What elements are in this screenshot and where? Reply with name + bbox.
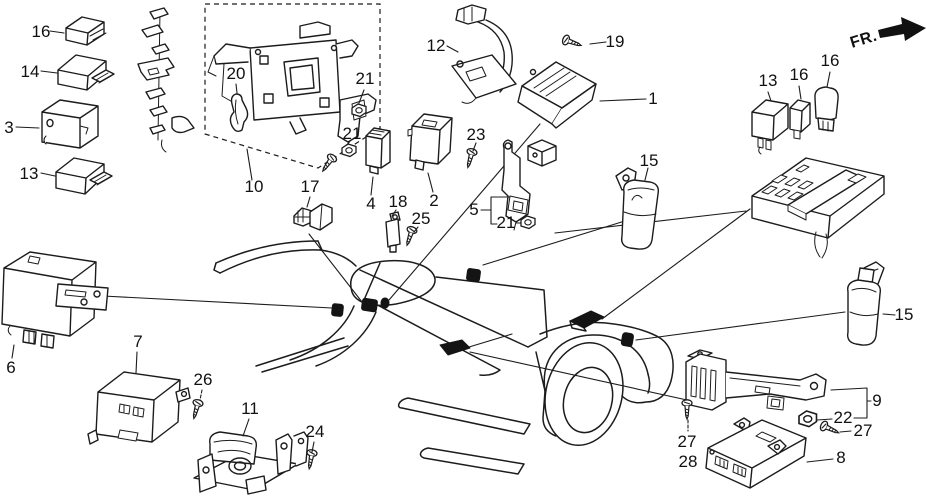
callout-9: 9 — [872, 391, 881, 410]
part-17-relay — [293, 203, 333, 231]
callout-15-a: 15 — [640, 151, 659, 170]
part-15-relay-right — [846, 261, 885, 346]
part-8-control-unit — [705, 417, 807, 489]
callout-27-b: 27 — [678, 432, 697, 451]
fr-label: FR. — [848, 28, 879, 52]
callout-numbers: 16 14 3 13 20 21 21 10 17 4 18 25 2 23 1… — [4, 22, 913, 471]
leader-lines — [102, 123, 846, 403]
callout-17: 17 — [301, 177, 320, 196]
callout-13-a: 13 — [20, 164, 39, 183]
part-14-relay — [57, 54, 115, 91]
callout-7: 7 — [133, 332, 142, 351]
part-13-relay-b — [751, 99, 789, 155]
callout-4: 4 — [366, 194, 375, 213]
part-22-nut — [798, 410, 818, 428]
callout-13-b: 13 — [759, 71, 778, 90]
part-5-bracket — [501, 139, 557, 231]
screw-26-leader — [199, 389, 203, 401]
callout-leaders — [11, 30, 896, 463]
part-26-screw — [188, 397, 205, 421]
part-9-bracket — [685, 349, 827, 411]
car-cutaway-illustration — [213, 240, 674, 475]
callout-8: 8 — [836, 448, 845, 467]
part-11-relay-assembly — [193, 431, 309, 495]
part-23-screw — [462, 146, 479, 170]
part-12-bracket — [451, 4, 517, 104]
fr-direction-arrow: FR. — [848, 17, 926, 52]
callout-28: 28 — [679, 452, 698, 471]
part-21-nut-a — [351, 103, 367, 118]
part-16-relay-b — [789, 99, 811, 140]
callout-27-a: 27 — [854, 421, 873, 440]
callout-14: 14 — [21, 62, 40, 81]
callout-20: 20 — [227, 64, 246, 83]
callout-12: 12 — [427, 36, 446, 55]
callout-16-a: 16 — [32, 22, 51, 41]
part-6-control-unit — [1, 251, 109, 349]
part-15-relay-left — [615, 167, 660, 250]
callout-21-b: 21 — [343, 124, 362, 143]
part-16-relay-a — [65, 16, 107, 46]
callout-19: 19 — [606, 32, 625, 51]
part-3-control-unit — [41, 99, 99, 149]
part-1-control-unit — [517, 61, 597, 129]
callout-26: 26 — [194, 370, 213, 389]
part-21-nut-c — [520, 215, 536, 230]
callout-21-a: 21 — [356, 69, 375, 88]
fuse-box — [751, 157, 885, 259]
callout-3: 3 — [4, 118, 13, 137]
callout-2: 2 — [429, 191, 438, 210]
mount-location-blocks — [331, 268, 634, 356]
callout-16-b: 16 — [790, 65, 809, 84]
part-25-screw — [401, 224, 419, 248]
part-2-control-unit — [407, 113, 453, 171]
callout-16-c: 16 — [821, 51, 840, 70]
callout-5: 5 — [469, 200, 478, 219]
callout-10: 10 — [245, 177, 264, 196]
part-18-relay — [385, 211, 401, 253]
callout-1: 1 — [648, 89, 657, 108]
part-4-relay — [365, 127, 391, 175]
part-16-relay-c — [814, 86, 839, 132]
callout-18: 18 — [389, 192, 408, 211]
callout-11: 11 — [241, 399, 259, 418]
callout-6: 6 — [6, 358, 15, 377]
callout-24: 24 — [306, 422, 325, 441]
part-13-relay-a — [55, 157, 113, 195]
part-19-screw — [560, 33, 584, 51]
bracket-screw — [318, 151, 339, 175]
callout-23: 23 — [467, 125, 486, 144]
part-20-clip — [229, 93, 249, 133]
part-27-screw-b — [681, 399, 693, 420]
callout-22: 22 — [834, 408, 853, 427]
part-21-nut-b — [341, 143, 357, 158]
part-7-control-unit — [87, 371, 191, 445]
wire-harness-clips — [137, 7, 195, 153]
callout-15-b: 15 — [895, 305, 914, 324]
callout-25: 25 — [412, 209, 431, 228]
callout-21-c: 21 — [497, 213, 516, 232]
